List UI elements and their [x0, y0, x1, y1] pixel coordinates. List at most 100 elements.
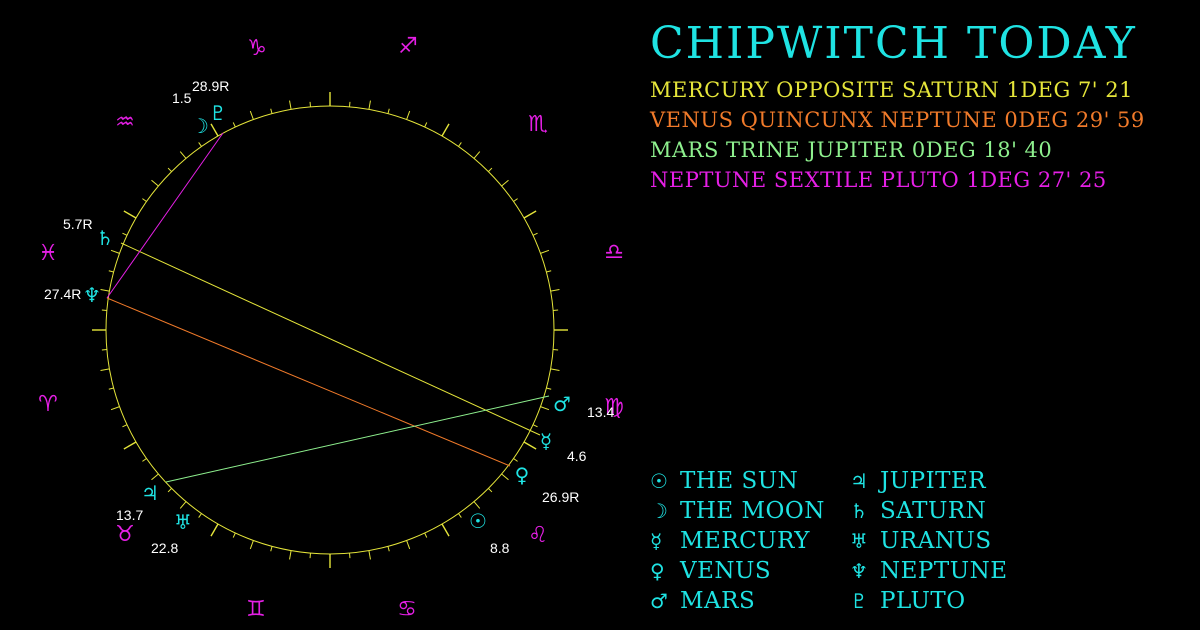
degree-tick: [110, 249, 120, 254]
aries-icon: ♈: [38, 392, 58, 417]
degree-tick: [473, 151, 481, 159]
legend-label: NEPTUNE: [880, 558, 1008, 584]
degree-tick: [123, 210, 137, 219]
degree-tick: [270, 108, 273, 114]
degree-tick: [523, 441, 537, 450]
sun-icon: ☉: [469, 509, 487, 533]
libra-icon: ♎: [604, 240, 624, 265]
degree-tick: [488, 167, 493, 172]
degree-tick: [270, 546, 273, 552]
jupiter-degree: 13.7: [116, 507, 143, 523]
aspect-text: NEPTUNE SEXTILE PLUTO 1DEG 27' 25: [650, 168, 1107, 192]
degree-tick: [540, 406, 550, 411]
degree-tick: [151, 473, 159, 481]
degree-tick: [249, 110, 254, 120]
degree-tick: [232, 122, 236, 128]
legend-label: MARS: [680, 588, 756, 614]
degree-tick: [458, 142, 462, 147]
degree-tick: [232, 532, 236, 538]
mars-icon: ♂: [650, 589, 669, 613]
legend-item: ☿ MERCURY: [650, 528, 810, 554]
degree-labels: 28.9R 1.5 5.7R 27.4R 13.4 4.6 26.9R 8.8 …: [44, 78, 614, 556]
legend-item: ♂ MARS: [650, 588, 755, 614]
degree-tick: [406, 540, 411, 550]
uranus-degree: 22.8: [151, 540, 178, 556]
legend-label: URANUS: [880, 528, 992, 554]
legend-label: THE SUN: [680, 468, 799, 494]
wheel-circle: [105, 105, 555, 555]
scorpio-icon: ♏: [528, 112, 548, 137]
venus-icon: ♀: [650, 559, 666, 583]
legend-item: ♅ URANUS: [850, 528, 992, 554]
aspect-text: MERCURY OPPOSITE SATURN 1DEG 7' 21: [650, 78, 1133, 102]
page-title: CHIPWITCH TODAY: [650, 18, 1137, 69]
saturn-icon: ♄: [96, 226, 114, 250]
degree-tick: [110, 406, 120, 411]
degree-tick: [198, 142, 202, 147]
legend-item: ♆NEPTUNE: [850, 558, 1008, 584]
gemini-icon: ♊: [246, 597, 266, 622]
legend-item: ♃JUPITER: [850, 468, 986, 494]
venus-degree: 26.9R: [542, 489, 579, 505]
degree-tick: [210, 523, 219, 537]
virgo-icon: ♍: [604, 395, 624, 420]
aspect-line-venus-neptune: [106, 297, 511, 467]
legend-label: MERCURY: [680, 528, 810, 554]
moon-icon: ☽: [650, 499, 669, 523]
degree-tick: [249, 540, 254, 550]
neptune-degree: 27.4R: [44, 286, 81, 302]
sagittarius-icon: ♐: [398, 34, 418, 59]
legend-item: ☉ THE SUN: [650, 468, 798, 494]
pisces-icon: ♓: [38, 241, 58, 266]
degree-tick: [179, 501, 187, 509]
degree-tick: [210, 123, 219, 137]
sun-icon: ☉: [650, 469, 669, 493]
degree-tick: [550, 289, 560, 292]
saturn-degree: 5.7R: [63, 216, 93, 232]
degree-tick: [441, 523, 450, 537]
degree-tick: [532, 232, 538, 236]
degree-tick: [179, 151, 187, 159]
mercury-icon: ☿: [650, 529, 663, 553]
degree-tick: [122, 424, 128, 428]
degree-tick: [167, 488, 172, 493]
degree-tick: [167, 167, 172, 172]
pluto-degree: 28.9R: [192, 78, 229, 94]
cancer-icon: ♋: [397, 597, 417, 622]
degree-tick: [501, 179, 509, 187]
degree-tick: [108, 387, 114, 390]
degree-tick: [142, 458, 147, 462]
degree-tick: [523, 210, 537, 219]
uranus-icon: ♅: [850, 529, 869, 553]
aspect-lines: [106, 132, 550, 483]
degree-ticks: [92, 92, 568, 568]
jupiter-icon: ♃: [141, 481, 159, 505]
saturn-icon: ♄: [850, 499, 869, 523]
legend-item: ♇PLUTO: [850, 588, 966, 614]
legend-item: ♄SATURN: [850, 498, 986, 524]
mars-icon: ♂: [553, 392, 571, 416]
degree-tick: [513, 198, 518, 202]
aspect-line-neptune-pluto: [106, 132, 224, 299]
legend-label: JUPITER: [880, 468, 987, 494]
legend-item: ♀VENUS: [650, 558, 771, 584]
neptune-icon: ♆: [83, 283, 101, 307]
degree-tick: [513, 458, 518, 462]
degree-tick: [424, 122, 428, 128]
moon-degree: 1.5: [172, 90, 192, 106]
aspect-text: MARS TRINE JUPITER 0DEG 18' 40: [650, 138, 1053, 162]
degree-tick: [406, 110, 411, 120]
leo-icon: ♌: [528, 523, 548, 548]
taurus-icon: ♉: [115, 522, 135, 547]
mercury-degree: 4.6: [567, 448, 587, 464]
degree-tick: [546, 270, 552, 273]
degree-tick: [368, 100, 371, 110]
venus-icon: ♀: [515, 463, 530, 487]
degree-tick: [368, 550, 371, 560]
legend-item: ☽THE MOON: [650, 498, 825, 524]
degree-tick: [441, 123, 450, 137]
zodiac-signs: ♑ ♐ ♏ ♎ ♍ ♌ ♋ ♊ ♉ ♈ ♓ ♒: [38, 34, 624, 622]
aspect-line-mars-jupiter: [165, 395, 550, 483]
degree-tick: [458, 513, 462, 518]
